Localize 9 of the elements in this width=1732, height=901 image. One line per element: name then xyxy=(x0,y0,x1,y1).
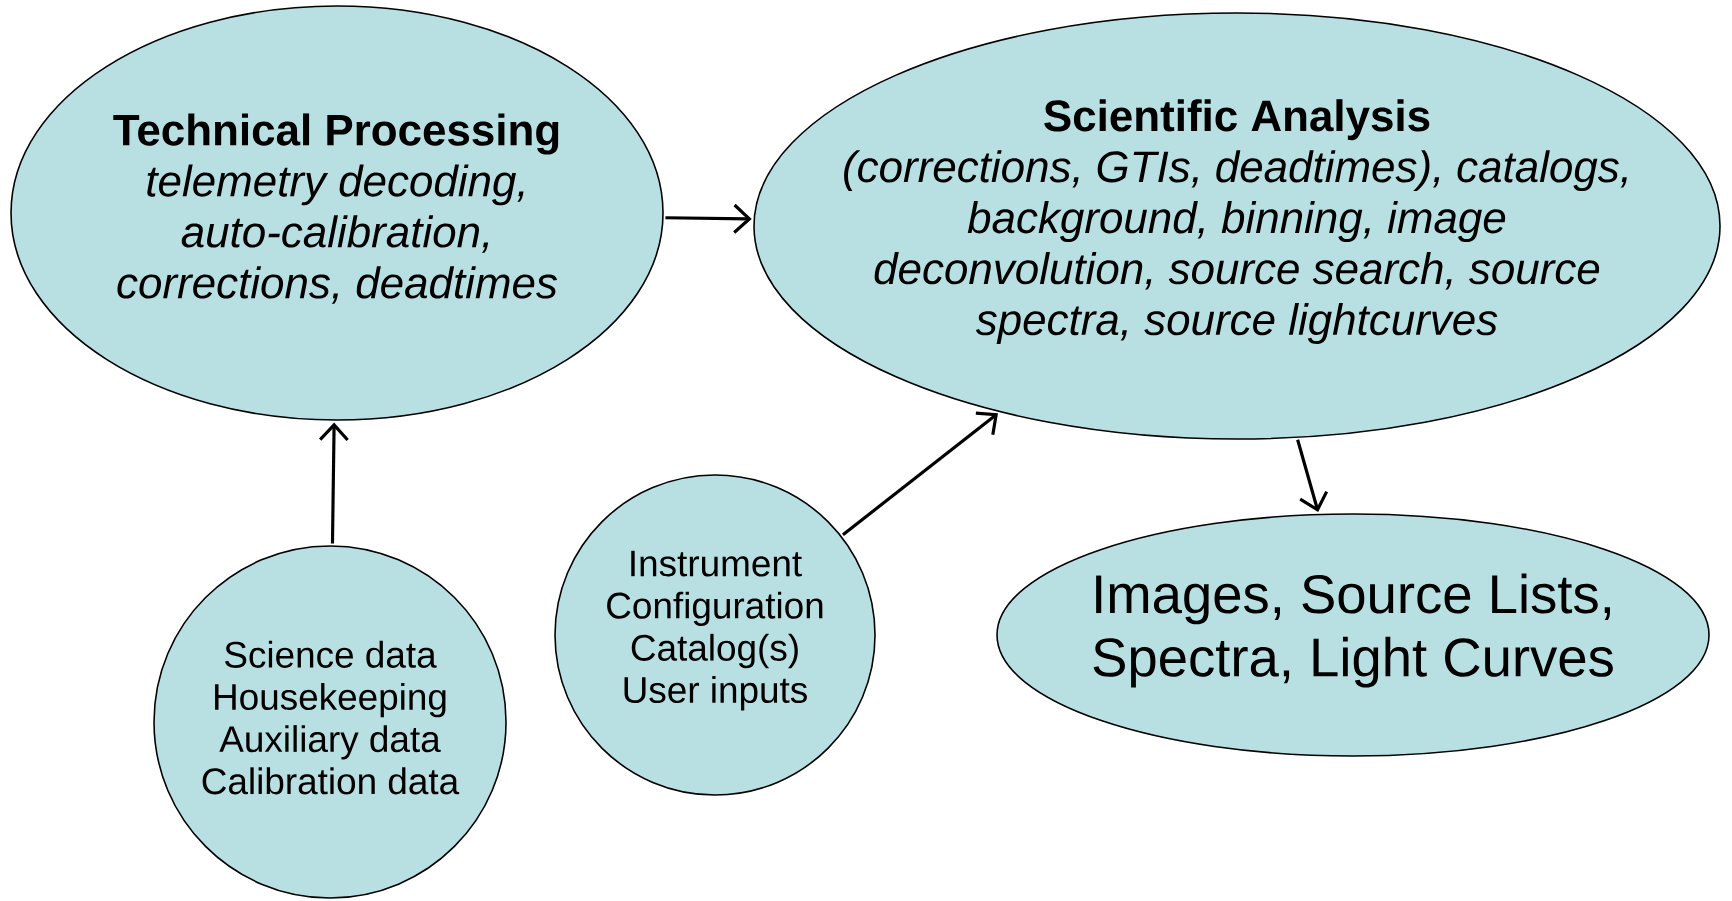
circle-node: Instrument Configuration Catalog(s) User inputs xyxy=(554,474,876,796)
ellipse-node: Scientific Analysis (corrections, GTIs, deadtimes), catalogs, background, binning, image deconvolution, source search, source spectra, source lightcurves xyxy=(753,12,1721,440)
arrow xyxy=(1296,439,1329,513)
arrow xyxy=(665,203,752,234)
arrow xyxy=(319,422,349,544)
ellipse-node: Images, Source Lists, Spectra, Light Curves xyxy=(996,513,1710,757)
circle-node: Science data Housekeeping Auxiliary data Calibration data xyxy=(153,545,507,899)
arrow xyxy=(841,411,998,536)
ellipse-node: Technical Processing telemetry decoding, auto-calibration, corrections, deadtimes xyxy=(10,5,664,421)
